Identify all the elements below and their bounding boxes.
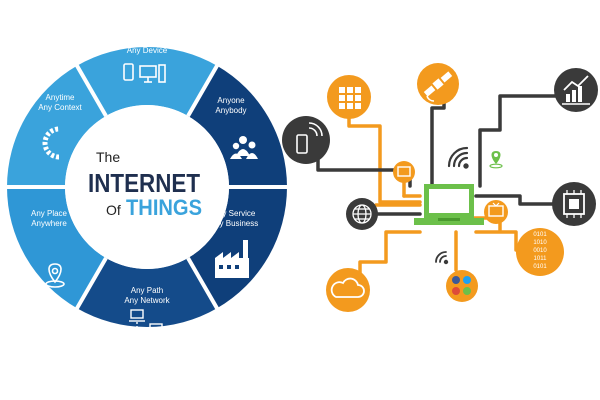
title-of: Of: [106, 202, 121, 218]
factory-icon: [215, 240, 249, 278]
satellite-icon: [417, 63, 459, 105]
segment-divider: [74, 257, 108, 311]
segment-label-line1: Anything: [131, 36, 162, 45]
wifi-icon: [447, 146, 469, 169]
chip-icon: [552, 182, 596, 226]
tv-icon: [484, 200, 508, 224]
wheel-segment: [77, 258, 217, 327]
title-things: THINGS: [126, 195, 202, 220]
iot-network: 0101 1010 0010 1011 0101: [282, 63, 598, 312]
chart-icon: [554, 68, 598, 112]
wheel-segment: [188, 65, 287, 187]
segment-label-line2: Anybody: [215, 106, 246, 115]
segment-divider: [186, 63, 220, 117]
cloud-icon: [326, 268, 370, 312]
segment-label-line1: Anytime: [46, 93, 75, 102]
binary-icon: 0101 1010 0010 1011 0101: [516, 228, 564, 276]
network-icon: [129, 309, 164, 336]
devices-icon: [123, 63, 166, 83]
wheel-segment: [7, 187, 106, 309]
segment-label-line2: Any Network: [124, 296, 170, 305]
wheel-center: [65, 105, 229, 269]
title-internet: INTERNET: [88, 168, 200, 198]
laptop-icon: [414, 184, 484, 225]
segment-label-line1: Any Path: [131, 286, 163, 295]
wifi-small-icon: [435, 251, 449, 265]
wheel-title: The INTERNET Of THINGS: [88, 149, 202, 220]
segment-label-line2: Any Context: [38, 103, 82, 112]
binary-line: 0010: [533, 248, 547, 254]
segment-label-line1: Any Place: [31, 209, 68, 218]
device-tile-icon: [393, 161, 415, 183]
binary-line: 0101: [533, 232, 547, 238]
iot-wheel: The INTERNET Of THINGS Anything Any Devi…: [5, 36, 289, 336]
location-pin-icon: [45, 263, 65, 288]
segment-label-line2: Anywhere: [31, 219, 67, 228]
refresh-icon: [42, 126, 60, 160]
people-icon: [230, 136, 258, 159]
wheel-segment: [7, 65, 106, 187]
binary-line: 1010: [533, 240, 547, 246]
segment-label-line2: Any Business: [210, 219, 258, 228]
title-the: The: [96, 149, 120, 165]
segment-label-line1: Anyone: [217, 96, 245, 105]
segment-divider: [186, 257, 220, 311]
binary-line: 0101: [533, 264, 547, 270]
segment-label-line1: Any Service: [213, 209, 256, 218]
globe-icon: [346, 198, 378, 230]
segment-label-line2: Any Device: [127, 46, 168, 55]
grid-icon: [327, 75, 371, 119]
binary-line: 1011: [534, 256, 548, 262]
social-icon: [446, 270, 478, 302]
phone-signal-icon: [282, 116, 330, 164]
segment-divider: [74, 63, 108, 117]
map-pin-icon: [489, 151, 503, 169]
wheel-segment: [188, 187, 287, 309]
